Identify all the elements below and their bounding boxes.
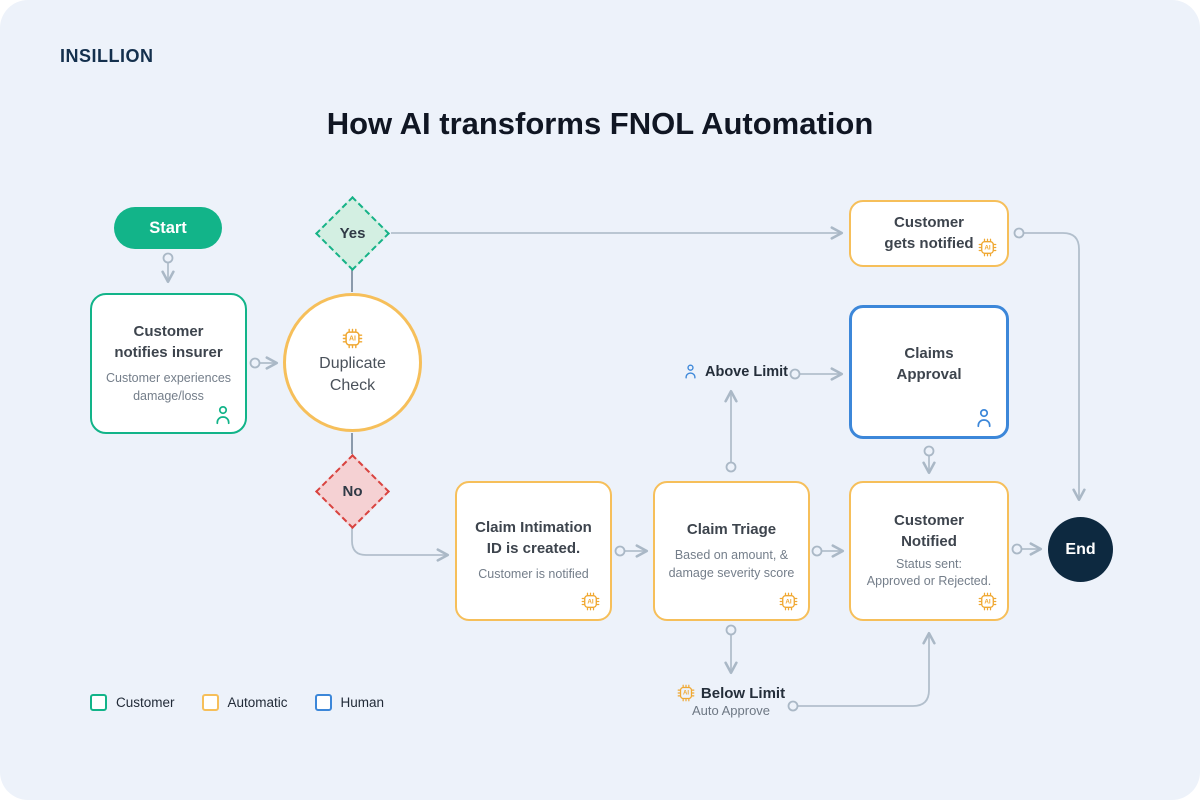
legend: Customer Automatic Human bbox=[90, 694, 384, 711]
node-title: Customer Notified bbox=[893, 512, 964, 550]
ai-chip-icon bbox=[978, 592, 997, 611]
ai-chip-icon bbox=[581, 592, 600, 611]
node-claims-approval: Claims Approval bbox=[849, 305, 1009, 439]
node-end: End bbox=[1048, 517, 1113, 582]
legend-item-customer: Customer bbox=[90, 694, 175, 711]
legend-item-automatic: Automatic bbox=[201, 694, 288, 711]
node-customer-gets-notified: Customer gets notified bbox=[849, 200, 1009, 267]
connector-dot bbox=[725, 624, 737, 636]
connector-no-to-intimation bbox=[351, 528, 450, 562]
legend-label: Automatic bbox=[227, 695, 288, 710]
node-title: Claim Triage bbox=[686, 520, 777, 538]
node-customer-notified: Customer Notified Status sent: Approved … bbox=[849, 481, 1009, 621]
connector-dot bbox=[249, 357, 261, 369]
connector-dot bbox=[162, 252, 174, 264]
label-text: Above Limit bbox=[705, 363, 788, 380]
legend-swatch-customer bbox=[90, 694, 107, 711]
person-icon bbox=[977, 408, 991, 428]
node-claim-triage: Claim Triage Based on amount, & damage s… bbox=[653, 481, 810, 621]
node-title: Customer notifies insurer bbox=[114, 322, 223, 361]
connector-below-limit-to-notified bbox=[798, 631, 936, 707]
node-duplicate-check: Duplicate Check bbox=[283, 293, 422, 432]
decision-label: Yes bbox=[339, 225, 366, 242]
node-title: Claims Approval bbox=[896, 345, 962, 383]
page-title: How AI transforms FNOL Automation bbox=[326, 106, 874, 141]
connector-dot bbox=[787, 700, 799, 712]
node-subtitle: Customer is notified bbox=[478, 567, 589, 582]
node-title: Customer gets notified bbox=[884, 213, 974, 252]
node-subtitle: Customer experiences damage/loss bbox=[105, 371, 232, 403]
legend-swatch-human bbox=[314, 694, 332, 711]
node-claim-intimation: Claim Intimation ID is created. Customer… bbox=[455, 481, 612, 621]
legend-swatch-automatic bbox=[201, 694, 219, 711]
node-title: Claim Intimation ID is created. bbox=[475, 519, 592, 557]
decision-label: No bbox=[342, 483, 363, 500]
connector-dot bbox=[789, 368, 801, 380]
legend-label: Human bbox=[340, 695, 385, 710]
node-subtitle: Status sent: Approved or Rejected. bbox=[866, 556, 992, 589]
label-below-limit: Below Limit Auto Approve bbox=[656, 684, 806, 718]
connector-dot bbox=[1011, 543, 1023, 555]
node-subtitle: Based on amount, & damage severity score bbox=[668, 548, 795, 580]
ai-chip-icon bbox=[677, 684, 695, 702]
connector-dot bbox=[1013, 227, 1025, 239]
person-icon bbox=[216, 405, 230, 425]
ai-chip-icon bbox=[779, 592, 798, 611]
label-subtext: Auto Approve bbox=[691, 703, 771, 718]
label-text: Below Limit bbox=[700, 684, 786, 702]
node-start: Start bbox=[114, 207, 222, 249]
node-customer-notifies-insurer: Customer notifies insurer Customer exper… bbox=[90, 293, 247, 434]
brand-logo: INSILLION bbox=[60, 46, 154, 66]
connector-dot bbox=[725, 461, 737, 473]
person-icon bbox=[685, 364, 696, 379]
node-title: Duplicate Check bbox=[319, 354, 386, 394]
ai-chip-icon bbox=[978, 238, 997, 257]
legend-label: Customer bbox=[116, 695, 175, 710]
connector-dot bbox=[614, 545, 626, 557]
label-above-limit: Above Limit bbox=[682, 363, 788, 380]
ai-chip-icon bbox=[342, 328, 363, 349]
connector-cgn-to-end bbox=[1024, 232, 1086, 502]
connector-dot bbox=[811, 545, 823, 557]
connector-dot bbox=[923, 445, 935, 457]
legend-item-human: Human bbox=[314, 694, 385, 711]
